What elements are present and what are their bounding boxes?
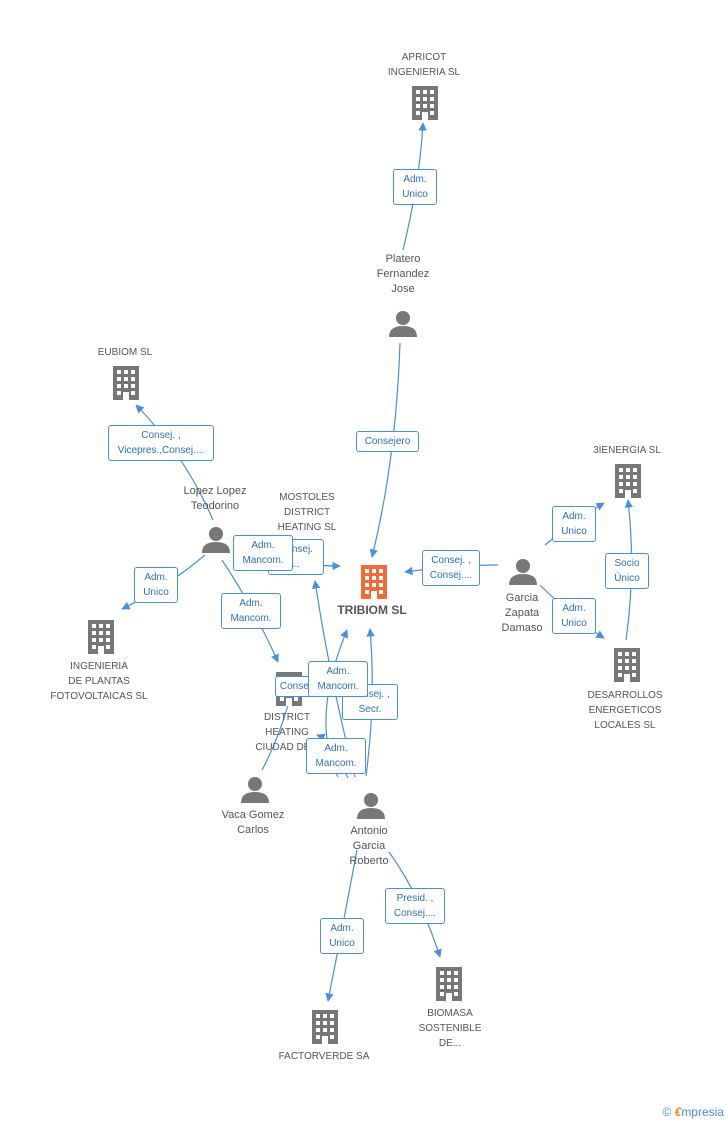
node-label-apricot[interactable]: APRICOT INGENIERIA SL xyxy=(387,52,461,78)
person-icon-garcia-zapata[interactable] xyxy=(509,559,537,585)
building-icon-3ienergia[interactable] xyxy=(615,464,641,498)
node-label-factorverde[interactable]: FACTORVERDE SA xyxy=(278,1051,370,1062)
edge-vaca-district xyxy=(261,704,289,771)
node-label-garcia-zapata[interactable]: Garcia Zapata Damaso xyxy=(501,592,543,634)
node-label-tribiom[interactable]: TRIBIOM SL xyxy=(337,603,407,617)
edge-label-desarrollos-3ienergia[interactable]: Socio Único xyxy=(605,553,649,589)
empresia-logo-e: € xyxy=(674,1105,682,1119)
copyright-symbol: © xyxy=(662,1105,672,1119)
edge-label-lopez-plantas[interactable]: Adm. Unico xyxy=(134,567,178,603)
building-icon-tribiom[interactable] xyxy=(361,565,387,599)
node-label-3ienergia[interactable]: 3IENERGIA SL xyxy=(593,445,661,456)
edge-label-garcia-tribiom[interactable]: Consej. , Consej.... xyxy=(422,550,480,586)
edge-label-antonio-tribiom-1[interactable]: Adm. Mancom. xyxy=(308,661,368,697)
person-icon-vaca[interactable] xyxy=(241,777,269,803)
node-label-lopez[interactable]: Lopez Lopez Teodorino xyxy=(183,485,247,512)
person-icon-antonio[interactable] xyxy=(357,793,385,819)
edge-label-garcia-3ienergia[interactable]: Adm. Unico xyxy=(552,506,596,542)
building-icon-apricot[interactable] xyxy=(412,86,438,120)
building-icon-ingenieria-plantas[interactable] xyxy=(88,620,114,654)
edge-label-lopez-eubiom[interactable]: Consej. , Vicepres.,Consej.... xyxy=(108,425,214,461)
edge-label-lopez-district[interactable]: Adm. Mancom. xyxy=(221,593,281,629)
brand-footer[interactable]: © €mpresia xyxy=(662,1105,724,1119)
edge-label-lopez-mostoles[interactable]: Adm. Mancom. xyxy=(233,535,293,571)
edge-platero-tribiom xyxy=(369,342,401,558)
building-icon-eubiom[interactable] xyxy=(113,366,139,400)
edge-label-platero-apricot[interactable]: Adm. Unico xyxy=(393,169,437,205)
node-label-desarrollos[interactable]: DESARROLLOS ENERGETICOS LOCALES SL xyxy=(587,690,663,731)
node-label-eubiom[interactable]: EUBIOM SL xyxy=(97,347,153,358)
node-label-vaca[interactable]: Vaca Gomez Carlos xyxy=(221,809,285,836)
node-label-ingenieria-plantas[interactable]: INGENIERIA DE PLANTAS FOTOVOLTAICAS SL xyxy=(50,661,148,702)
edge-label-antonio-district[interactable]: Adm. Mancom. xyxy=(306,738,366,774)
node-label-mostoles[interactable]: MOSTOLES DISTRICT HEATING SL xyxy=(277,492,337,533)
node-label-biomasa[interactable]: BIOMASA SOSTENIBLE DE... xyxy=(418,1008,482,1049)
building-icon-desarrollos[interactable] xyxy=(614,648,640,682)
node-label-antonio[interactable]: Antonio Garcia Roberto xyxy=(349,825,389,867)
edge-label-antonio-biomasa[interactable]: Presid. , Consej.... xyxy=(385,888,445,924)
edge-label-garcia-desarrollos[interactable]: Adm. Unico xyxy=(552,598,596,634)
person-icon-lopez[interactable] xyxy=(202,527,230,553)
building-icon-factorverde[interactable] xyxy=(312,1010,338,1044)
edge-label-antonio-factorverde[interactable]: Adm. Unico xyxy=(320,918,364,954)
edge-label-platero-tribiom[interactable]: Consejero xyxy=(356,431,419,452)
node-label-platero[interactable]: Platero Fernandez Jose xyxy=(376,253,430,295)
building-icon-biomasa[interactable] xyxy=(436,967,462,1001)
empresia-logo-text: mpresia xyxy=(681,1105,724,1119)
person-icon-platero[interactable] xyxy=(389,311,417,337)
